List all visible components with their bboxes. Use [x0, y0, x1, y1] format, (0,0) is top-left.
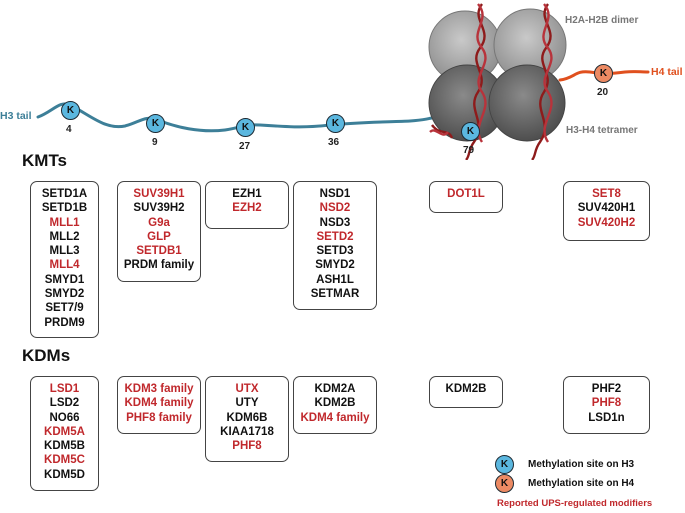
enzyme-name: LSD2 [49, 397, 80, 410]
enzyme-name: EZH1 [232, 188, 262, 200]
enzyme-name: KDM5C [44, 454, 85, 467]
enzyme-name: PHF8 [232, 440, 262, 453]
nucleosome-illustration [36, 3, 650, 160]
enzyme-name: GLP [147, 230, 171, 243]
site-k79-marker: K [461, 122, 480, 141]
enzyme-name: NO66 [49, 411, 80, 424]
enzyme-name: NSD3 [319, 216, 351, 229]
enzyme-name: UTY [235, 397, 259, 410]
site-k20-number: 20 [597, 87, 609, 98]
enzyme-name: KDM2B [445, 383, 487, 395]
site-k9-marker: K [146, 114, 165, 133]
enzyme-name: KDM2B [314, 397, 356, 410]
site-k27-number: 27 [239, 141, 251, 152]
legend-h3-site-icon: K [495, 455, 514, 474]
enzyme-name: SMYD1 [44, 273, 85, 286]
enzyme-name: PRDM family [123, 259, 195, 272]
enzyme-name: EZH2 [232, 202, 262, 215]
enzyme-name: MLL3 [49, 245, 80, 258]
enzyme-name: DOT1L [447, 188, 485, 200]
enzyme-name: SETDB1 [136, 245, 182, 258]
h3-tail-line [36, 102, 442, 133]
enzyme-name: SUV39H1 [133, 188, 185, 200]
site-k36-number: 36 [328, 137, 340, 148]
enzyme-name: KDM6B [226, 411, 268, 424]
kdm-box-k79: KDM2B [429, 376, 503, 408]
enzyme-name: SMYD2 [44, 288, 85, 301]
enzyme-name: KDM3 family [124, 383, 194, 395]
h4-tail-label: H4 tail [651, 66, 683, 78]
h3-h4-sphere [488, 64, 566, 142]
site-k4-marker: K [61, 101, 80, 120]
legend-ups-label: Reported UPS-regulated modifiers [497, 498, 653, 509]
h3-h4-tetramer-label: H3-H4 tetramer [566, 125, 638, 136]
h2a-h2b-dimer-label: H2A-H2B dimer [565, 15, 639, 26]
enzyme-name: MLL1 [49, 216, 80, 229]
enzyme-name: KIAA1718 [220, 425, 274, 438]
site-k20-marker: K [594, 64, 613, 83]
enzyme-name: SETD3 [316, 245, 354, 258]
enzyme-name: SUV39H2 [133, 202, 185, 215]
enzyme-name: KDM4 family [124, 397, 194, 410]
enzyme-name: NSD1 [319, 188, 351, 200]
kdms-title: KDMs [22, 346, 71, 365]
enzyme-name: NSD2 [319, 202, 351, 215]
legend-h3-site-label: Methylation site on H3 [528, 459, 635, 470]
site-k4-number: 4 [66, 124, 72, 135]
enzyme-name: LSD1n [588, 411, 625, 424]
enzyme-name: SETMAR [310, 288, 360, 301]
site-k79-number: 79 [463, 145, 475, 156]
enzyme-name: KDM5D [44, 468, 85, 481]
kmts-title: KMTs [22, 151, 68, 170]
site-k9-number: 9 [152, 137, 158, 148]
enzyme-name: SETD1A [41, 188, 88, 200]
enzyme-name: SET7/9 [45, 302, 84, 315]
enzyme-name: UTX [235, 383, 259, 395]
enzyme-name: SUV420H2 [577, 216, 636, 229]
enzyme-name: KDM5B [44, 440, 85, 453]
enzyme-name: SUV420H1 [577, 202, 636, 215]
enzyme-name: MLL2 [49, 230, 80, 243]
enzyme-name: SMYD2 [315, 259, 355, 272]
site-k27-marker: K [236, 118, 255, 137]
enzyme-name: KDM5A [44, 425, 85, 438]
site-k36-marker: K [326, 114, 345, 133]
enzyme-name: PHF2 [591, 383, 622, 395]
kmt-box-k79: DOT1L [429, 181, 503, 213]
enzyme-name: PHF8 family [126, 411, 192, 424]
enzyme-name: KDM2A [314, 383, 356, 395]
enzyme-name: SETD2 [316, 230, 354, 243]
enzyme-name: KDM4 family [300, 411, 370, 424]
dna-helix-icon [429, 3, 553, 160]
h3-tail-label: H3 tail [0, 110, 32, 122]
legend-h4-site-icon: K [495, 474, 514, 493]
enzyme-name: PRDM9 [44, 316, 85, 329]
legend-h4-site-label: Methylation site on H4 [528, 478, 635, 489]
enzyme-name: PHF8 [591, 397, 622, 410]
enzyme-name: SETD1B [41, 202, 88, 215]
enzyme-name: SET8 [592, 188, 621, 200]
enzyme-name: LSD1 [49, 383, 80, 395]
enzyme-name: G9a [148, 216, 170, 229]
enzyme-name: ASH1L [316, 273, 354, 286]
enzyme-name: MLL4 [49, 259, 80, 272]
